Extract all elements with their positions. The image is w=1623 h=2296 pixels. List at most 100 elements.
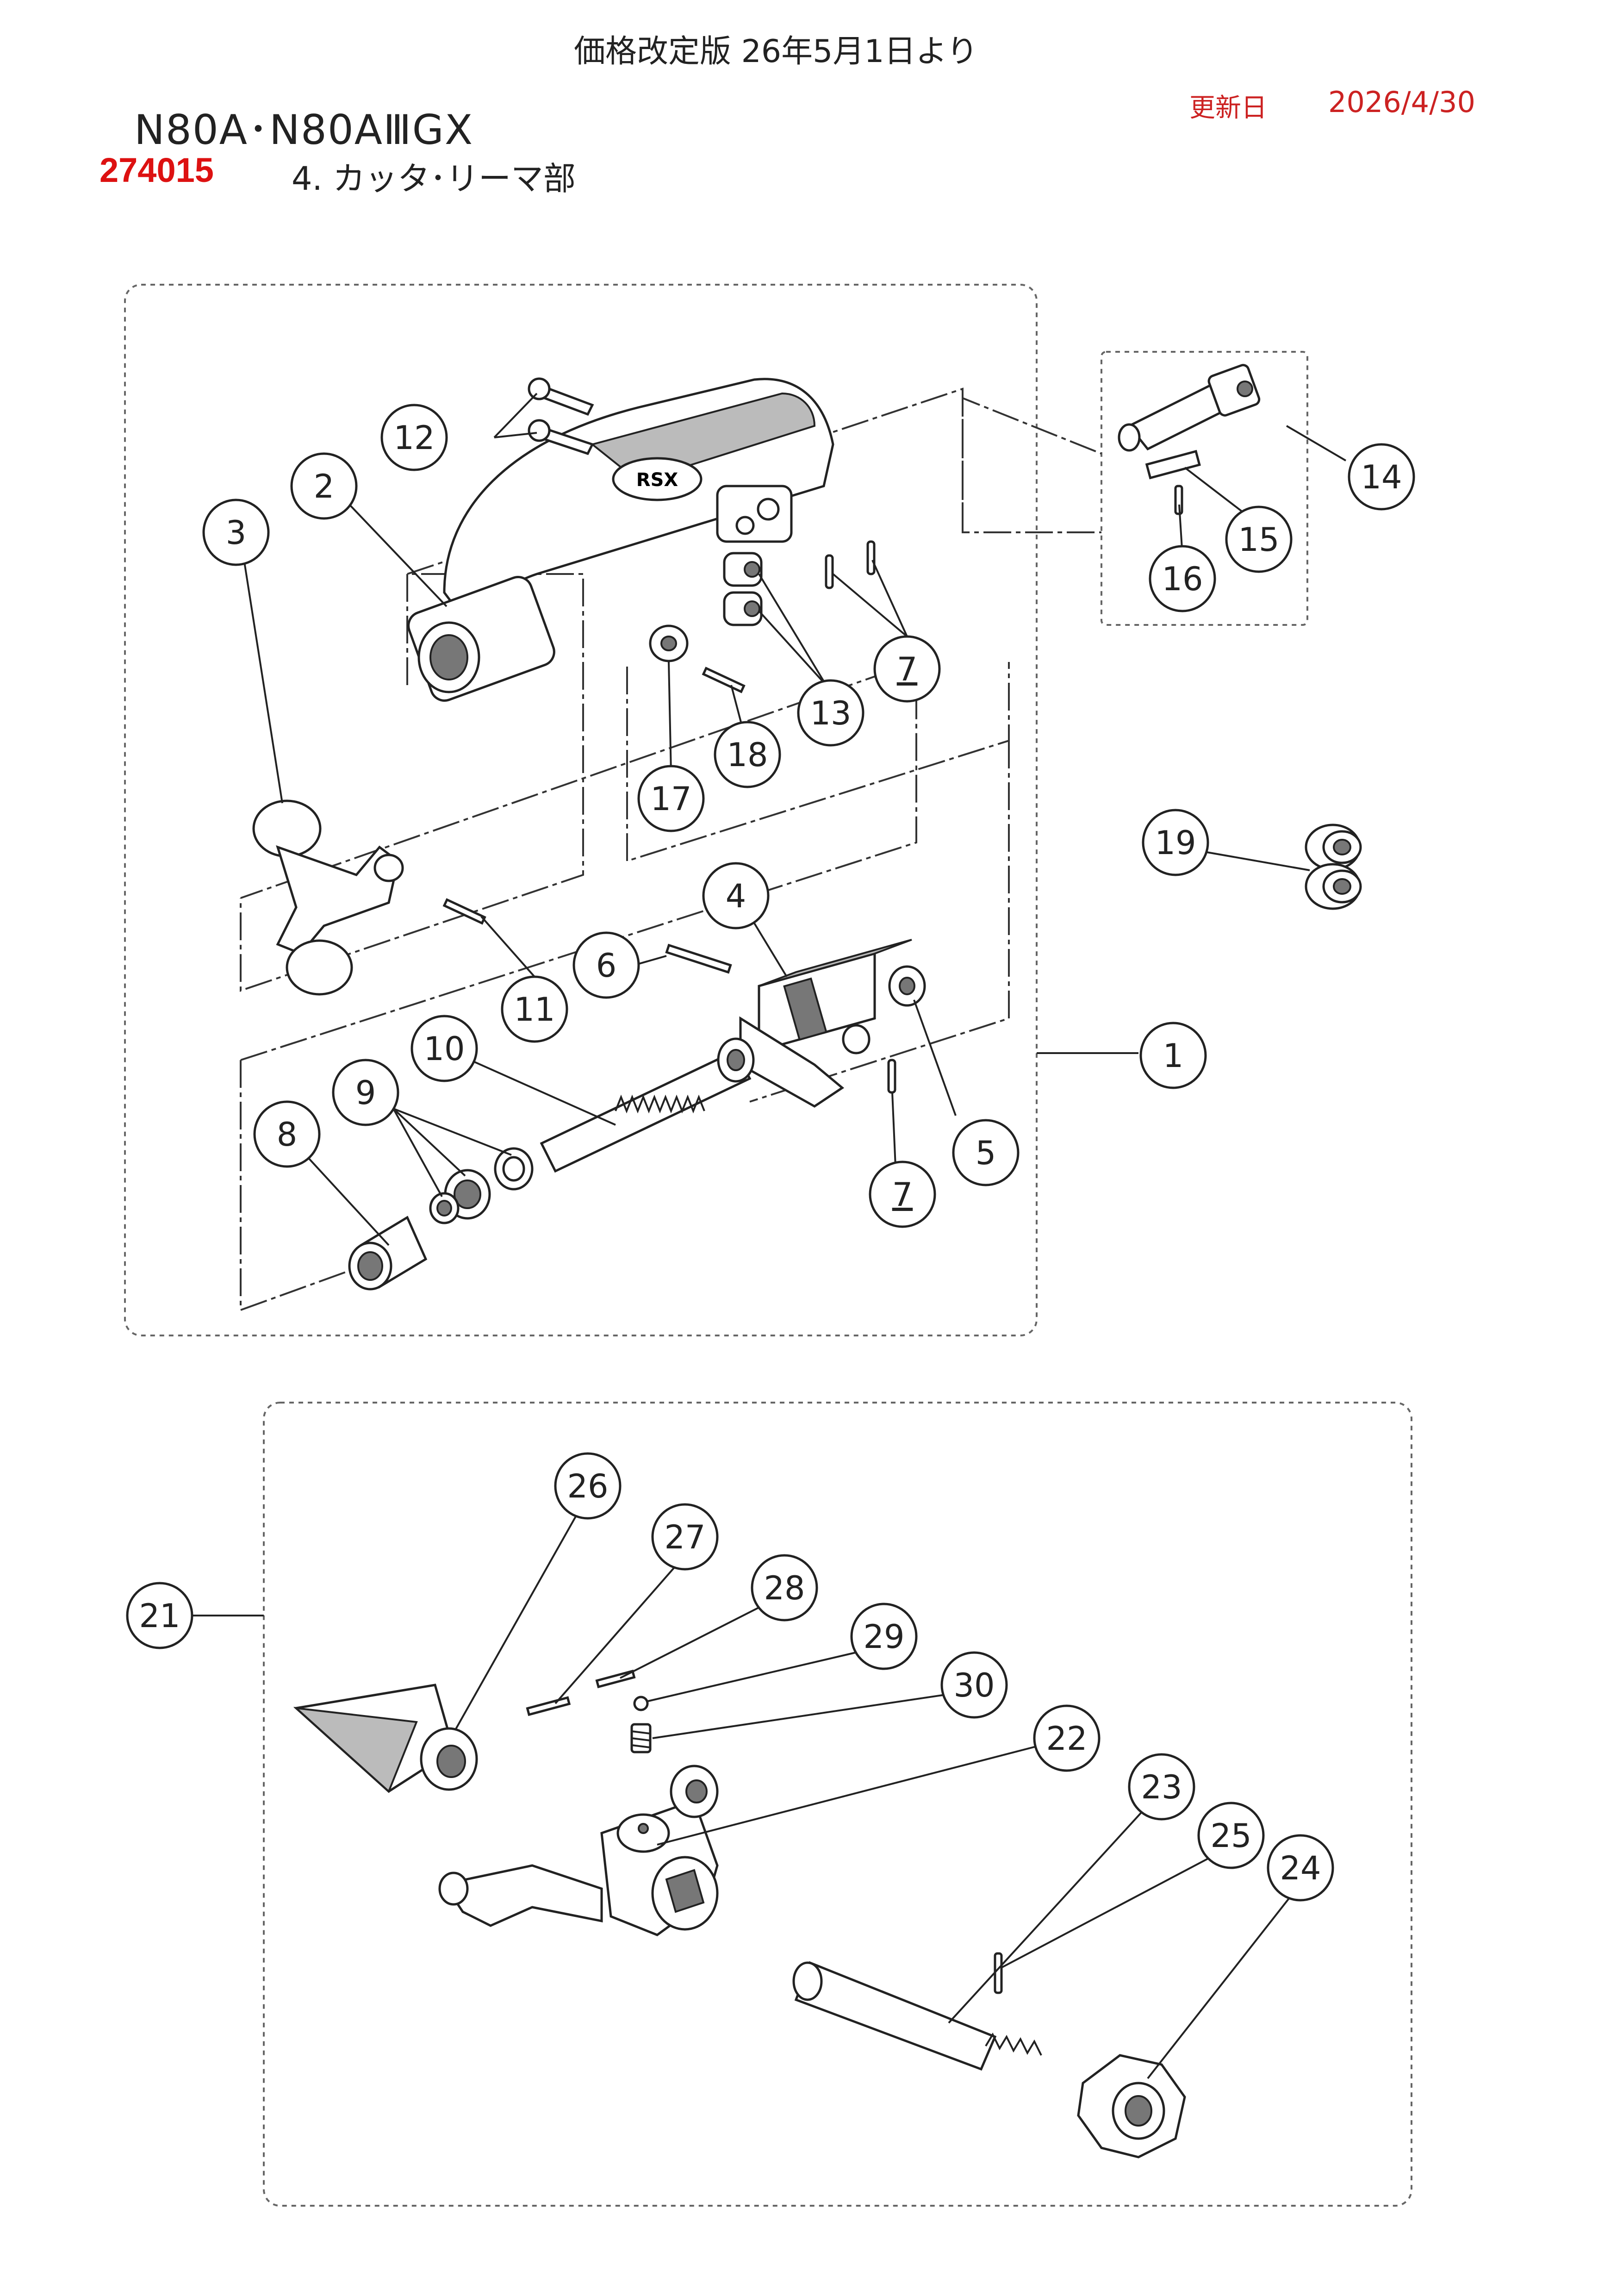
callout-1: 1 xyxy=(1139,1022,1207,1089)
svg-text:4: 4 xyxy=(726,877,746,915)
callout-7-lower: 7 xyxy=(869,1160,936,1228)
handle-arm-part: RSX xyxy=(407,378,834,702)
svg-text:10: 10 xyxy=(423,1030,465,1068)
assembly-14-frame xyxy=(1101,351,1308,626)
pin-25-part xyxy=(994,1952,1003,1994)
svg-text:16: 16 xyxy=(1162,560,1203,598)
lever-knob-part xyxy=(252,799,404,996)
block-4-part xyxy=(739,939,926,1108)
cotter-pin-7-upper xyxy=(825,540,876,589)
svg-text:8: 8 xyxy=(277,1116,298,1154)
svg-text:13: 13 xyxy=(810,694,851,732)
svg-text:23: 23 xyxy=(1141,1768,1182,1806)
svg-text:19: 19 xyxy=(1155,824,1196,862)
svg-text:7: 7 xyxy=(897,650,918,688)
svg-text:9: 9 xyxy=(355,1074,376,1112)
pin-27-part xyxy=(526,1696,571,1716)
svg-text:7: 7 xyxy=(892,1176,913,1214)
pin-16-part xyxy=(1174,485,1183,515)
update-date-label: 更新日 xyxy=(1189,93,1267,123)
svg-text:30: 30 xyxy=(953,1666,995,1704)
update-date-value: 2026/4/30 xyxy=(1328,85,1475,119)
pin-6-part xyxy=(665,943,732,974)
price-revision-note: 価格改定版 26年5月1日より xyxy=(574,33,978,70)
svg-text:RSX: RSX xyxy=(636,469,678,491)
callout-22: 22 xyxy=(1033,1704,1101,1772)
ball-30-part xyxy=(633,1696,649,1711)
sleeve-8-part xyxy=(348,1216,428,1291)
collar-17-part xyxy=(649,624,689,662)
callout-28: 28 xyxy=(751,1554,818,1622)
callout-19: 19 xyxy=(1142,809,1209,876)
callout-7-upper: 7 xyxy=(873,635,941,703)
callout-2: 2 xyxy=(290,452,358,520)
knob-24-part xyxy=(1077,2054,1186,2159)
callout-21: 21 xyxy=(126,1582,193,1649)
callout-11: 11 xyxy=(501,975,568,1043)
leader-lines xyxy=(171,393,1347,2079)
cutter-blade-26-part xyxy=(293,1684,478,1793)
callout-5: 5 xyxy=(952,1119,1020,1186)
phantom-outline-mid xyxy=(626,662,1010,862)
svg-text:6: 6 xyxy=(596,947,617,985)
svg-text:1: 1 xyxy=(1163,1037,1184,1075)
svg-text:14: 14 xyxy=(1361,458,1402,496)
roller-19-part xyxy=(1305,824,1362,910)
assembly-1-frame xyxy=(124,284,1038,1336)
bearing-9-set xyxy=(429,1147,534,1224)
callout-25: 25 xyxy=(1197,1802,1265,1869)
phantom-outline-right xyxy=(962,397,1102,532)
svg-text:12: 12 xyxy=(393,419,435,457)
callout-23: 23 xyxy=(1128,1753,1195,1821)
callout-17: 17 xyxy=(637,765,705,832)
svg-text:25: 25 xyxy=(1210,1817,1251,1855)
callout-14: 14 xyxy=(1348,443,1415,511)
callout-18: 18 xyxy=(714,721,781,788)
callout-16: 16 xyxy=(1149,545,1216,612)
cotter-pin-7-lower xyxy=(887,1059,896,1094)
shaft-10-part xyxy=(540,1037,755,1173)
callout-24: 24 xyxy=(1267,1834,1334,1902)
svg-text:15: 15 xyxy=(1238,521,1279,559)
callout-27: 27 xyxy=(651,1503,719,1571)
callout-4: 4 xyxy=(702,862,770,930)
callout-10: 10 xyxy=(410,1015,478,1082)
phantom-outline-upper xyxy=(240,573,584,992)
spring-29-part xyxy=(630,1723,652,1753)
svg-text:2: 2 xyxy=(314,468,335,505)
callout-26: 26 xyxy=(554,1452,622,1520)
model-name: N80A･N80AⅢGX xyxy=(134,106,474,154)
bushing-13-pair xyxy=(723,552,763,626)
svg-text:11: 11 xyxy=(514,991,555,1029)
svg-text:18: 18 xyxy=(727,736,768,774)
key-15-part xyxy=(1145,449,1201,480)
callout-9: 9 xyxy=(332,1059,399,1126)
svg-text:5: 5 xyxy=(976,1134,996,1172)
callout-15: 15 xyxy=(1225,505,1293,573)
callout-3: 3 xyxy=(202,499,270,566)
callout-30: 29 xyxy=(850,1603,918,1670)
svg-text:26: 26 xyxy=(567,1467,608,1505)
shaft-23-part xyxy=(792,1961,1042,2071)
section-title: 4. カッタ･リーマ部 xyxy=(292,160,576,198)
callout-29: 30 xyxy=(940,1651,1008,1719)
svg-text:3: 3 xyxy=(226,514,247,552)
part-code: 274015 xyxy=(99,151,214,189)
svg-text:21: 21 xyxy=(139,1597,180,1635)
screw-12-pair xyxy=(528,377,594,455)
callout-6: 6 xyxy=(572,931,640,999)
cutter-shaft-14-part xyxy=(1118,364,1261,452)
holder-22-part xyxy=(438,1765,719,1936)
callout-8: 8 xyxy=(253,1100,321,1168)
assembly-21-frame xyxy=(263,1402,1412,2207)
svg-text:17: 17 xyxy=(650,780,691,818)
svg-text:22: 22 xyxy=(1046,1720,1087,1758)
callout-12: 12 xyxy=(380,404,448,471)
callout-13: 13 xyxy=(797,679,864,747)
svg-text:28: 28 xyxy=(764,1569,805,1607)
pin-18-part xyxy=(702,667,746,693)
svg-text:27: 27 xyxy=(664,1518,705,1556)
svg-text:24: 24 xyxy=(1280,1849,1321,1887)
